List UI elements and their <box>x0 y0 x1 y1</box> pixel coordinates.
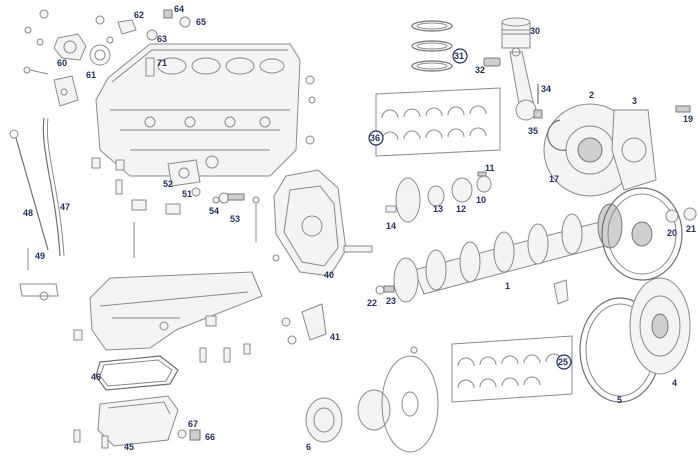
rod-32 <box>483 47 537 121</box>
callout-67: 67 <box>188 419 198 429</box>
gasket-61 <box>89 44 111 66</box>
callout-60: 60 <box>57 58 67 68</box>
callout-46: 46 <box>91 372 101 382</box>
callout-12: 12 <box>456 204 466 214</box>
bolt-19 <box>675 105 691 113</box>
piston-30 <box>501 17 531 49</box>
crankshaft-1 <box>413 203 623 295</box>
callout-3: 3 <box>632 96 637 106</box>
bearing-20-21 <box>665 207 697 223</box>
callout-36: 36 <box>370 133 380 143</box>
callout-11: 11 <box>485 163 495 173</box>
callout-35: 35 <box>528 126 538 136</box>
cover-plate-60 <box>53 33 87 61</box>
callout-23: 23 <box>386 296 396 306</box>
callout-40: 40 <box>324 270 334 280</box>
callout-63: 63 <box>157 34 167 44</box>
callout-4: 4 <box>672 378 677 388</box>
callout-34: 34 <box>541 84 551 94</box>
block-right-bolts <box>305 75 316 145</box>
callout-20: 20 <box>667 228 677 238</box>
bracket-41 <box>281 303 327 345</box>
bearing-shells-25 <box>451 335 573 403</box>
callout-47: 47 <box>60 202 70 212</box>
callout-48: 48 <box>23 208 33 218</box>
bracket-small <box>553 279 569 305</box>
callout-13: 13 <box>433 204 443 214</box>
callout-6: 6 <box>306 442 311 452</box>
callout-64: 64 <box>174 4 184 14</box>
callout-66: 66 <box>205 432 215 442</box>
dipstick-48 <box>9 129 49 251</box>
timing-cover-40 <box>252 169 373 277</box>
callout-52: 52 <box>163 179 173 189</box>
callout-53: 53 <box>230 214 240 224</box>
damper-4 <box>629 277 691 375</box>
engine-block <box>95 43 301 177</box>
flywheel <box>601 187 683 281</box>
callout-22: 22 <box>367 298 377 308</box>
drain-plug-66-67 <box>73 429 201 449</box>
callout-49: 49 <box>35 251 45 261</box>
callout-21: 21 <box>686 224 696 234</box>
plate-52-51 <box>167 155 219 197</box>
callout-45: 45 <box>124 442 134 452</box>
callout-51: 51 <box>182 189 192 199</box>
pulley-front-10-12-13 <box>385 171 492 223</box>
bracket-left <box>53 75 79 107</box>
callout-41: 41 <box>330 332 340 342</box>
cap-64-65 <box>146 9 191 41</box>
pulley-6 <box>305 346 439 453</box>
lower-pan-45 <box>97 395 179 447</box>
bolt-34-35 <box>533 84 543 119</box>
callout-61: 61 <box>86 70 96 80</box>
callout-10: 10 <box>476 195 486 205</box>
callout-25: 25 <box>558 357 568 367</box>
oil-pan <box>89 271 263 351</box>
callout-17: 17 <box>549 174 559 184</box>
callout-71: 71 <box>157 58 167 68</box>
bolt-53-54 <box>212 192 245 204</box>
callout-31: 31 <box>454 51 464 61</box>
plugs-middle-left <box>27 157 181 270</box>
cover-62 <box>117 19 137 35</box>
oil-pan-small-parts <box>19 283 251 363</box>
callout-30: 30 <box>530 26 540 36</box>
callout-14: 14 <box>386 221 396 231</box>
bolt-group-top-left <box>23 9 114 75</box>
callout-54: 54 <box>209 206 219 216</box>
piston-rings-31 <box>411 20 453 72</box>
callout-5: 5 <box>617 395 622 405</box>
bearing-shells-36 <box>375 87 501 157</box>
callout-2: 2 <box>589 90 594 100</box>
dipstick-tube-47 <box>42 117 65 257</box>
callout-32: 32 <box>475 65 485 75</box>
callout-19: 19 <box>683 114 693 124</box>
seal-17 <box>547 119 567 151</box>
gasket-46 <box>95 355 179 391</box>
seal-carrier-3 <box>611 109 657 191</box>
callout-1: 1 <box>505 281 510 291</box>
front-hub-22-23 <box>375 257 419 303</box>
callout-labels: 1 2 3 4 5 6 10 11 12 13 14 17 19 20 21 2… <box>23 4 696 452</box>
callout-65: 65 <box>196 17 206 27</box>
callout-62: 62 <box>134 10 144 20</box>
